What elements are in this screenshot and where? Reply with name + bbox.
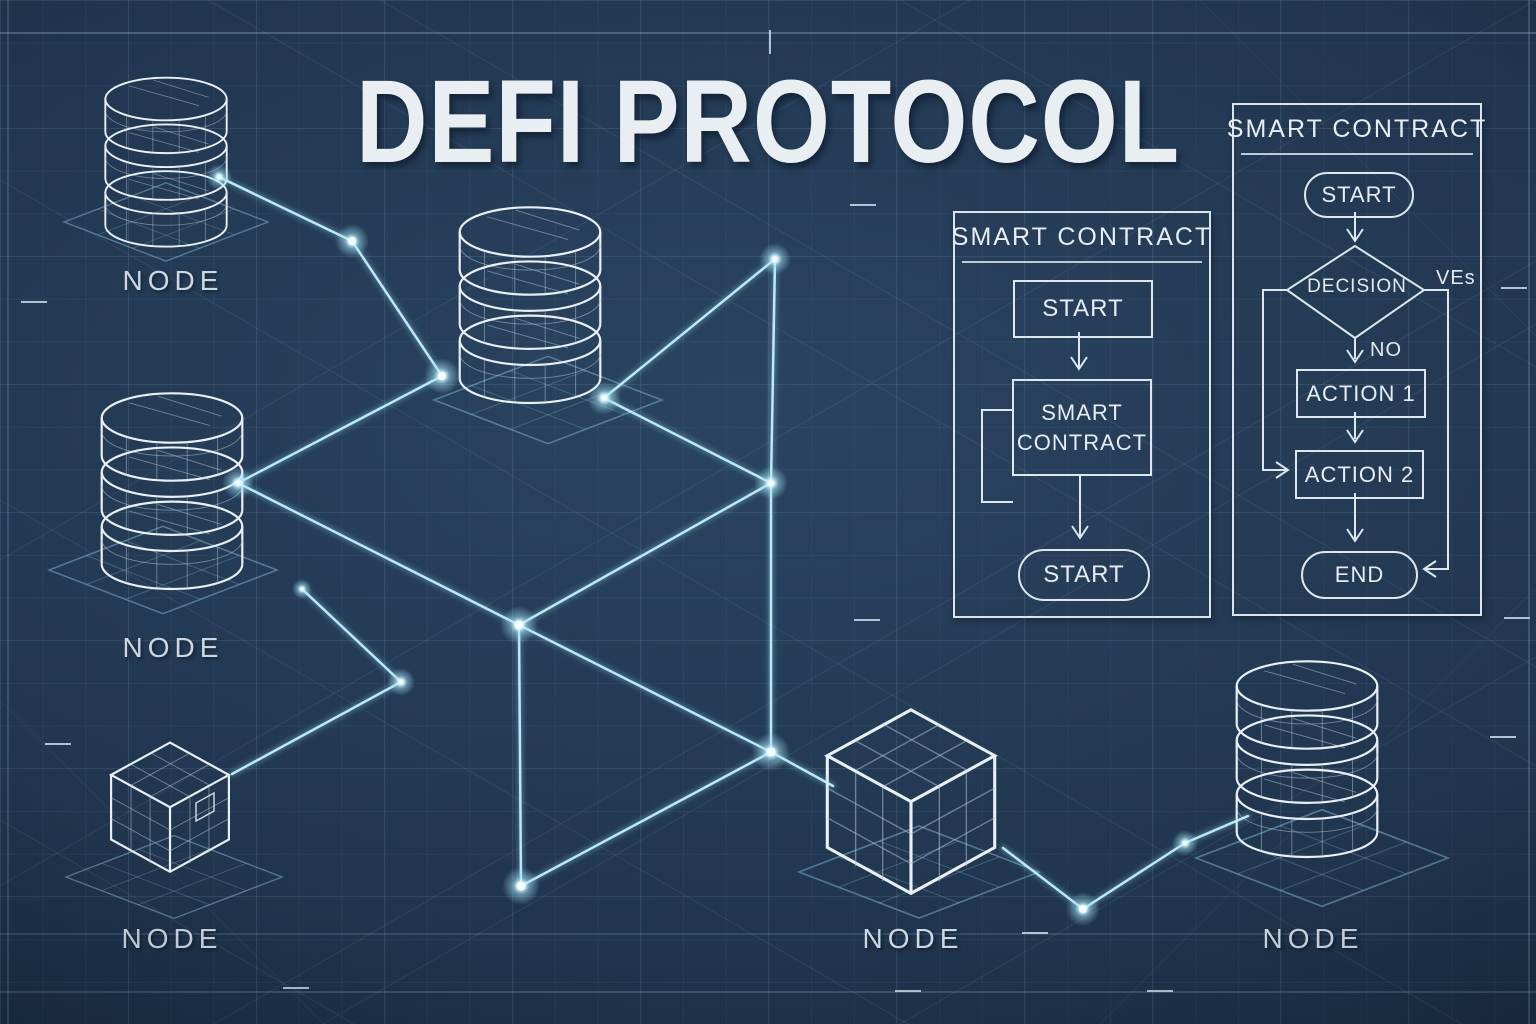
smart-contract-panel-right: SMART CONTRACT START DECISION VEs NO ACT…: [1226, 103, 1488, 616]
node-label-bottom-left: NODE: [121, 923, 223, 954]
smart-contract-panel-left: SMART CONTRACT START SMART CONTRACT STAR…: [951, 211, 1213, 618]
panel-right-rule: [1241, 153, 1473, 155]
ruler-line-bottom-2: [0, 991, 1536, 993]
node-label-top-left: NODE: [122, 265, 224, 296]
flow-right-action1-box: ACTION 1: [1296, 369, 1426, 418]
grid-ticks: [21, 30, 1530, 992]
flow-left-terminal-capsule: START: [1018, 549, 1150, 601]
flow-left-process-box: SMART CONTRACT: [1012, 379, 1152, 476]
flow-right-decision-label: DECISION: [1307, 276, 1407, 297]
panel-left-header: SMART CONTRACT: [951, 222, 1213, 251]
flow-right-action2-box: ACTION 2: [1295, 450, 1424, 499]
ruler-line-left: [7, 0, 9, 1024]
page-title: DEFI PROTOCOL: [355, 56, 1181, 188]
flow-right-no-label: NO: [1370, 339, 1402, 361]
panel-left-rule: [962, 261, 1202, 263]
glow-nodes: [206, 164, 1198, 926]
flowchart-left-connectors: [981, 332, 1089, 540]
node-label-bottom-middle: NODE: [862, 923, 964, 954]
ruler-line-bottom-1: [0, 933, 1536, 935]
flow-right-end-capsule: END: [1301, 551, 1418, 599]
ruler-line-top: [0, 32, 1536, 34]
flow-right-yes-label: VEs: [1436, 267, 1476, 289]
flow-right-start-capsule: START: [1304, 172, 1414, 218]
panel-right-header: SMART CONTRACT: [1226, 114, 1488, 143]
ruler-line-right: [1528, 0, 1530, 1024]
node-label-bottom-right: NODE: [1262, 923, 1364, 954]
box-icon-bottom-left: [110, 741, 230, 873]
flow-left-start-box: START: [1013, 280, 1153, 338]
node-label-mid-left: NODE: [122, 632, 224, 663]
